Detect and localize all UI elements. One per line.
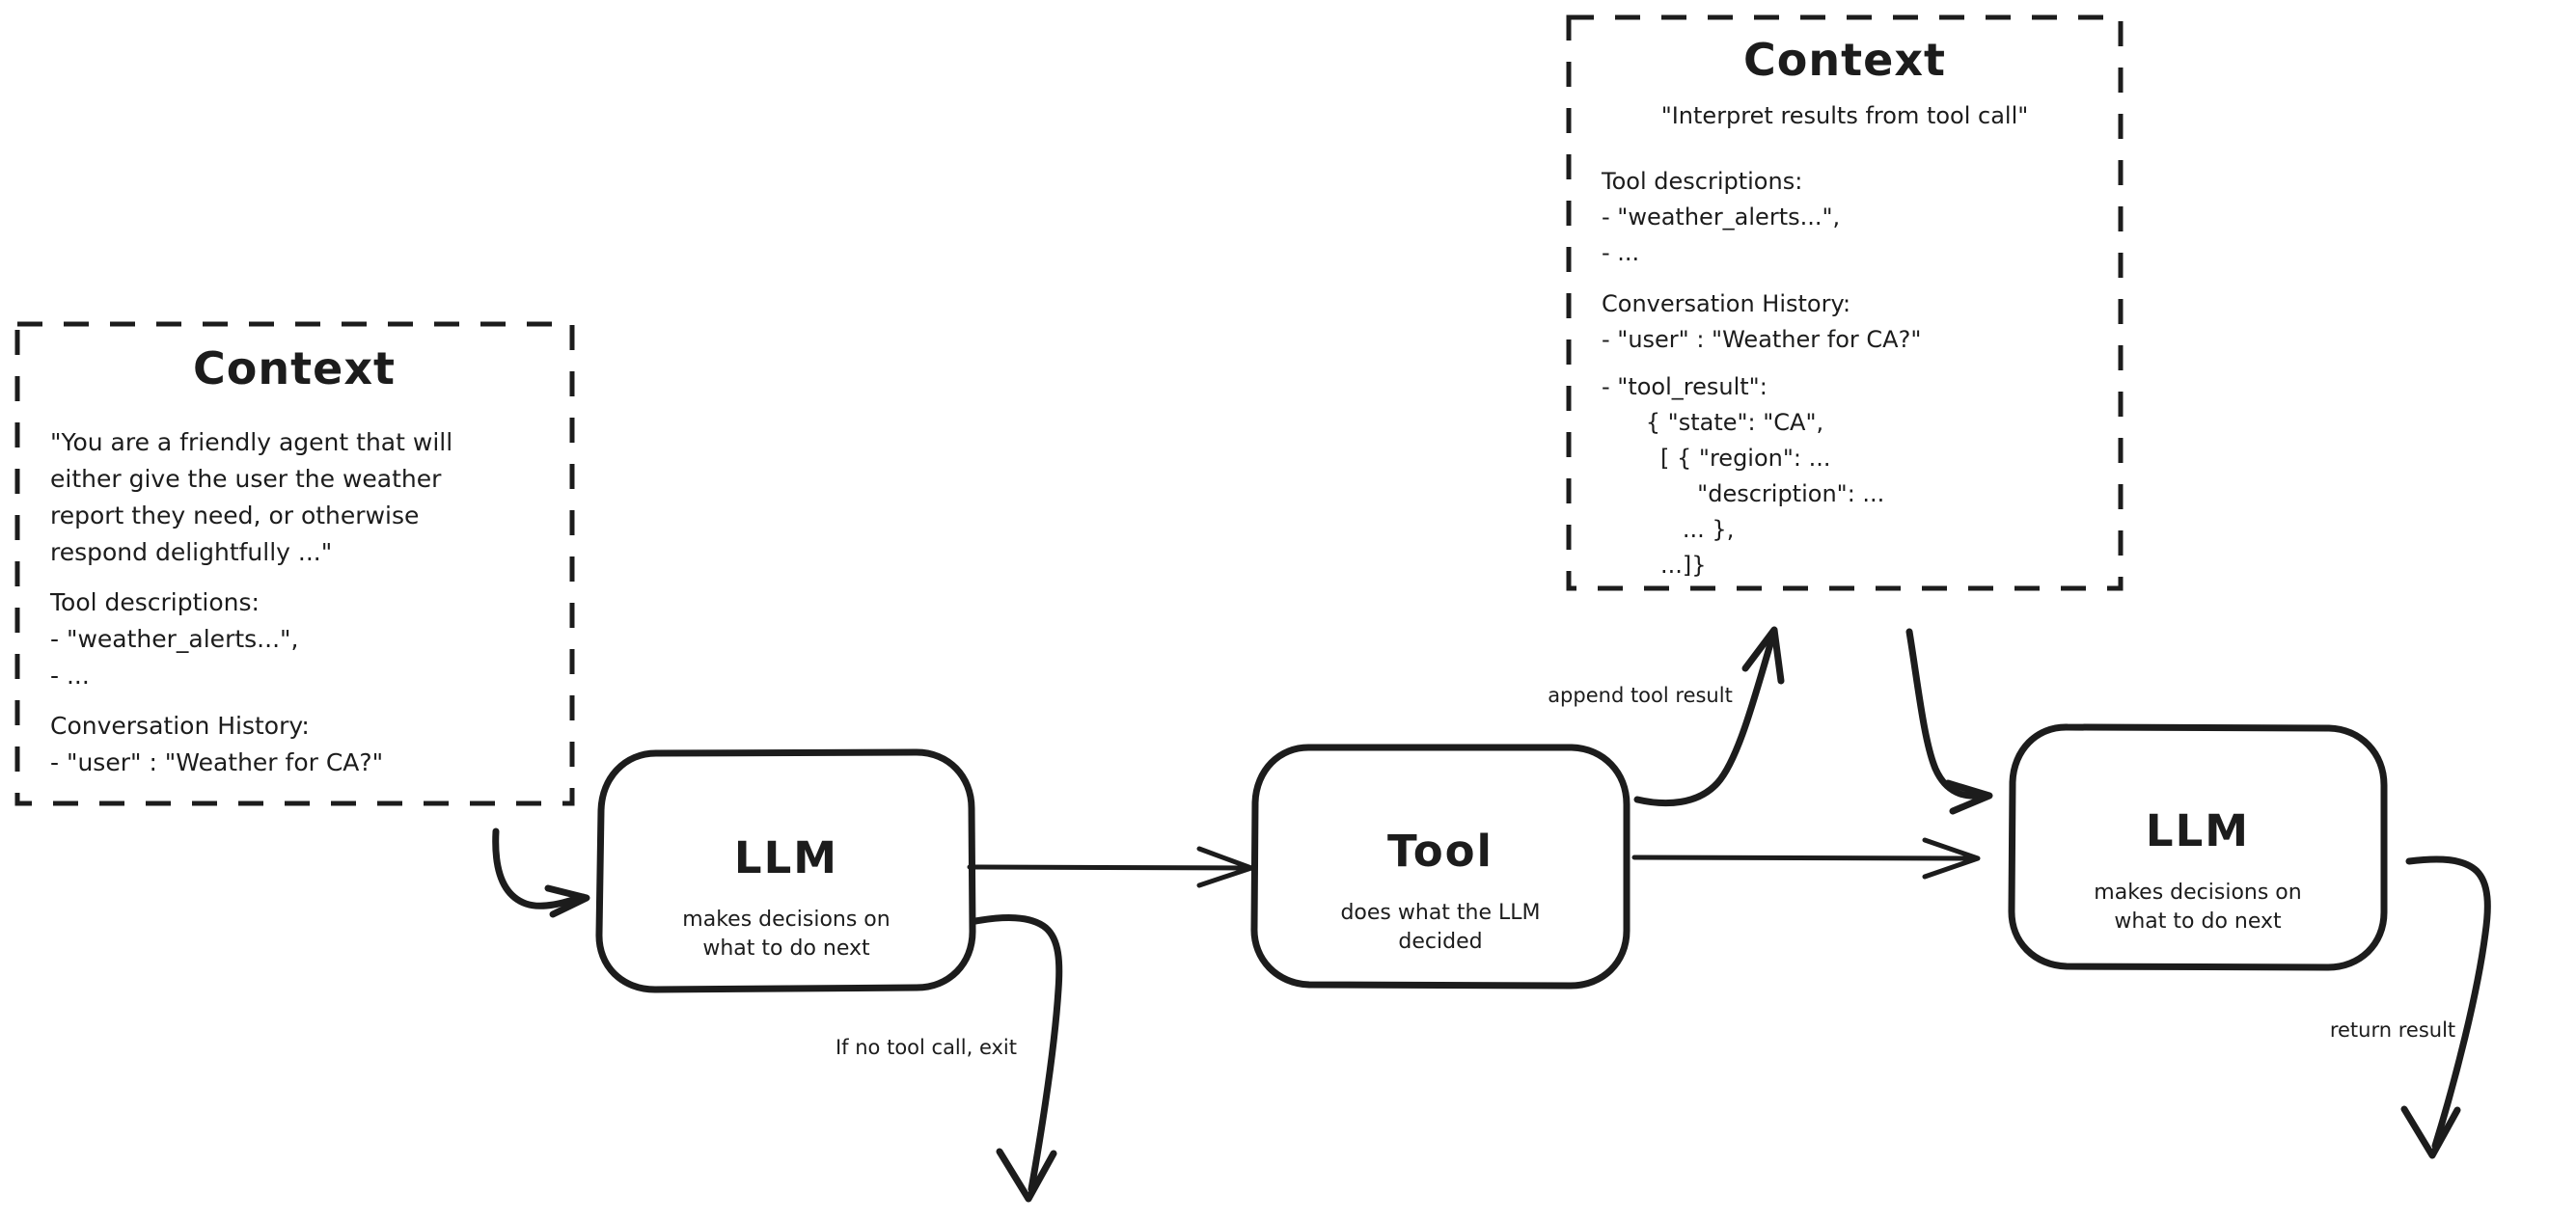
- context-left-line-5: Tool descriptions:: [49, 588, 260, 616]
- context-right-line-2: - ...: [1602, 239, 1639, 266]
- context-left-line-9: Conversation History:: [50, 712, 310, 740]
- llm-2-title: LLM: [2146, 805, 2250, 856]
- llm-2-subtitle-1: what to do next: [2114, 909, 2282, 934]
- context-left-line-10: - "user" : "Weather for CA?": [50, 748, 383, 776]
- context-left-title: Context: [193, 342, 396, 394]
- tool-shape: [1250, 744, 1631, 990]
- context-left-border: [14, 321, 575, 806]
- context-left-line-6: - "weather_alerts...",: [50, 625, 298, 653]
- context-right-line-10: "description": ...: [1602, 480, 1884, 507]
- edge-llm2-return: return result: [2330, 855, 2491, 1159]
- edge-tool-to-context-head: [1741, 626, 1785, 685]
- context-right-border: [1566, 14, 2124, 591]
- node-llm-1[interactable]: LLM makes decisions on what to do next: [595, 748, 976, 993]
- edge-tool-to-llm2: [1631, 837, 1981, 880]
- edge-tool-to-context-label: append tool result: [1548, 684, 1733, 707]
- edge-llm1-exit-head: [996, 1148, 1057, 1203]
- edge-llm1-exit: If no tool call, exit: [836, 914, 1063, 1203]
- context-right-line-4: Conversation History:: [1602, 290, 1850, 317]
- context-right-line-5: - "user" : "Weather for CA?": [1602, 326, 1921, 353]
- context-right-line-0: Tool descriptions:: [1601, 168, 1802, 195]
- tool-subtitle-0: does what the LLM: [1340, 901, 1540, 925]
- tool-subtitle-1: decided: [1398, 930, 1482, 954]
- context-box-left: Context "You are a friendly agent that w…: [14, 321, 575, 806]
- llm-2-subtitle-0: makes decisions on: [2094, 881, 2301, 905]
- llm-1-subtitle-0: makes decisions on: [682, 908, 890, 932]
- context-right-subtitle: "Interpret results from tool call": [1661, 102, 2029, 129]
- edge-tool-to-llm2-head: [1922, 837, 1981, 880]
- context-right-line-9: [ { "region": ...: [1602, 445, 1831, 472]
- edge-tool-to-llm2-path: [1631, 855, 1977, 861]
- context-right-title: Context: [1743, 34, 1946, 86]
- context-left-line-3: respond delightfully ...": [50, 538, 332, 566]
- context-right-line-1: - "weather_alerts...",: [1602, 204, 1840, 231]
- context-left-line-2: report they need, or otherwise: [50, 502, 419, 529]
- context-right-line-11: ... },: [1602, 516, 1734, 543]
- edge-context-to-llm2-path: [1905, 628, 1987, 800]
- tool-title: Tool: [1387, 826, 1494, 877]
- context-right-line-7: - "tool_result":: [1602, 373, 1768, 400]
- edge-llm1-exit-path: [972, 914, 1063, 1193]
- node-llm-2[interactable]: LLM makes decisions on what to do next: [2008, 723, 2388, 971]
- edge-llm1-to-tool-head: [1196, 846, 1254, 888]
- llm-2-shape: [2008, 723, 2388, 971]
- llm-1-shape: [595, 748, 976, 993]
- edge-context-to-llm2-head: [1944, 779, 1993, 815]
- edge-llm2-return-path: [2405, 855, 2491, 1150]
- edge-tool-to-context: append tool result: [1548, 626, 1785, 807]
- edge-tool-to-context-path: [1633, 637, 1775, 807]
- edge-context-to-llm1-path: [492, 828, 587, 909]
- edge-llm2-return-label: return result: [2330, 1018, 2455, 1042]
- edge-llm2-return-head: [2400, 1105, 2461, 1159]
- context-left-line-7: - ...: [50, 662, 90, 690]
- context-right-line-12: ...]}: [1602, 552, 1707, 579]
- edge-context-to-llm1: [492, 828, 590, 918]
- context-left-line-0: "You are a friendly agent that will: [50, 428, 452, 456]
- llm-1-subtitle-1: what to do next: [702, 936, 870, 961]
- llm-1-title: LLM: [734, 832, 838, 883]
- node-tool[interactable]: Tool does what the LLM decided: [1250, 744, 1631, 990]
- edge-llm1-exit-label: If no tool call, exit: [836, 1036, 1017, 1059]
- edge-llm1-to-tool: [967, 846, 1254, 888]
- edge-context-to-llm2: [1905, 628, 1993, 815]
- context-left-line-1: either give the user the weather: [50, 465, 442, 493]
- context-right-line-8: { "state": "CA",: [1602, 409, 1823, 436]
- edge-context-to-llm1-head: [544, 884, 590, 918]
- edge-llm1-to-tool-path: [967, 864, 1250, 871]
- context-box-right: Context "Interpret results from tool cal…: [1566, 14, 2124, 591]
